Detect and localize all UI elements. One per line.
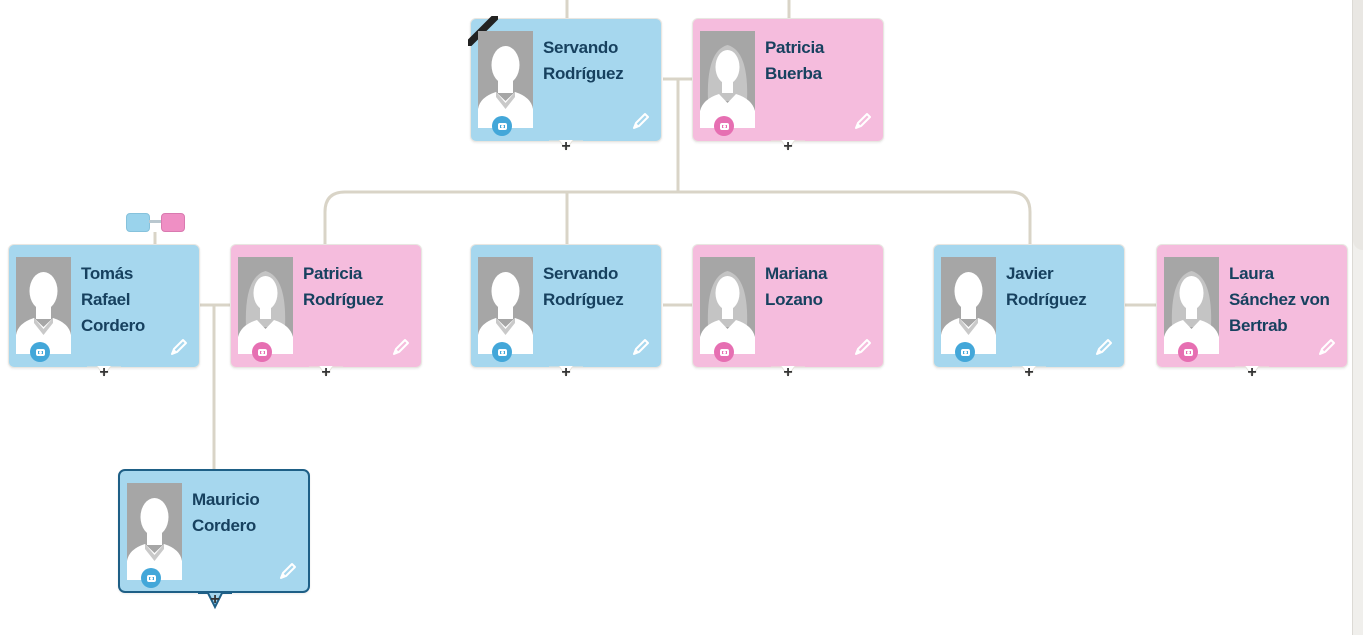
female-toggle-swatch[interactable]	[161, 213, 185, 232]
plus-icon: +	[561, 364, 571, 381]
person-name-last: Rodríguez	[543, 64, 624, 83]
plus-icon: +	[561, 138, 571, 155]
person-name-middle: Sánchez von	[1229, 290, 1330, 309]
person-name-last: Cordero	[81, 316, 146, 335]
add-relative-button[interactable]: +	[771, 138, 805, 157]
camera-icon[interactable]	[1178, 342, 1198, 362]
person-name-last: Rodríguez	[303, 290, 384, 309]
female-avatar-icon	[700, 257, 755, 354]
add-relative-button[interactable]: +	[771, 364, 805, 383]
add-relative-button[interactable]: +	[87, 364, 121, 383]
camera-icon[interactable]	[492, 342, 512, 362]
person-name-last: Bertrab	[1229, 316, 1288, 335]
plus-icon: +	[1024, 364, 1034, 381]
edit-pencil-icon[interactable]	[169, 337, 189, 357]
person-name-first: Javier	[1006, 264, 1054, 283]
edit-pencil-icon[interactable]	[631, 111, 651, 131]
plus-icon: +	[783, 138, 793, 155]
plus-icon: +	[783, 364, 793, 381]
person-name-last: Rodríguez	[1006, 290, 1087, 309]
camera-icon[interactable]	[955, 342, 975, 362]
female-avatar-icon	[700, 31, 755, 128]
camera-icon[interactable]	[714, 342, 734, 362]
camera-icon[interactable]	[30, 342, 50, 362]
camera-icon[interactable]	[714, 116, 734, 136]
male-toggle-swatch[interactable]	[126, 213, 150, 232]
side-panel-edge	[1352, 0, 1363, 635]
male-avatar-icon	[127, 483, 182, 580]
edit-pencil-icon[interactable]	[278, 561, 298, 581]
male-avatar-icon	[16, 257, 71, 354]
male-avatar-icon	[941, 257, 996, 354]
male-avatar-icon	[478, 31, 533, 128]
edit-pencil-icon[interactable]	[853, 337, 873, 357]
person-name-last: Rodríguez	[543, 290, 624, 309]
person-name-first: Patricia	[303, 264, 363, 283]
person-name-last: Lozano	[765, 290, 823, 309]
add-relative-button[interactable]: +	[549, 364, 583, 383]
edit-pencil-icon[interactable]	[391, 337, 411, 357]
toggle-link-bar	[149, 220, 161, 223]
female-avatar-icon	[238, 257, 293, 354]
add-relative-button[interactable]: +	[1235, 364, 1269, 383]
add-relative-button[interactable]: +	[1012, 364, 1046, 383]
add-relative-button[interactable]: +	[309, 364, 343, 383]
person-name-last: Cordero	[192, 516, 257, 535]
camera-icon[interactable]	[492, 116, 512, 136]
person-name-first: Tomás	[81, 264, 134, 283]
edit-pencil-icon[interactable]	[631, 337, 651, 357]
edit-pencil-icon[interactable]	[853, 111, 873, 131]
female-avatar-icon	[1164, 257, 1219, 354]
plus-icon: +	[99, 364, 109, 381]
person-name-first: Servando	[543, 38, 619, 57]
plus-icon: +	[1247, 364, 1257, 381]
person-name-middle: Rafael	[81, 290, 131, 309]
person-name-last: Buerba	[765, 64, 822, 83]
plus-icon: +	[210, 591, 220, 608]
male-avatar-icon	[478, 257, 533, 354]
camera-icon[interactable]	[252, 342, 272, 362]
person-name-first: Mauricio	[192, 490, 260, 509]
person-name-first: Laura	[1229, 264, 1274, 283]
add-relative-button[interactable]: +	[549, 138, 583, 157]
add-relative-button[interactable]: +	[198, 591, 232, 610]
person-name-first: Mariana	[765, 264, 828, 283]
edit-pencil-icon[interactable]	[1317, 337, 1337, 357]
plus-icon: +	[321, 364, 331, 381]
person-name-first: Servando	[543, 264, 619, 283]
camera-icon[interactable]	[141, 568, 161, 588]
person-name-first: Patricia	[765, 38, 825, 57]
couple-view-toggle[interactable]	[126, 212, 185, 232]
edit-pencil-icon[interactable]	[1094, 337, 1114, 357]
